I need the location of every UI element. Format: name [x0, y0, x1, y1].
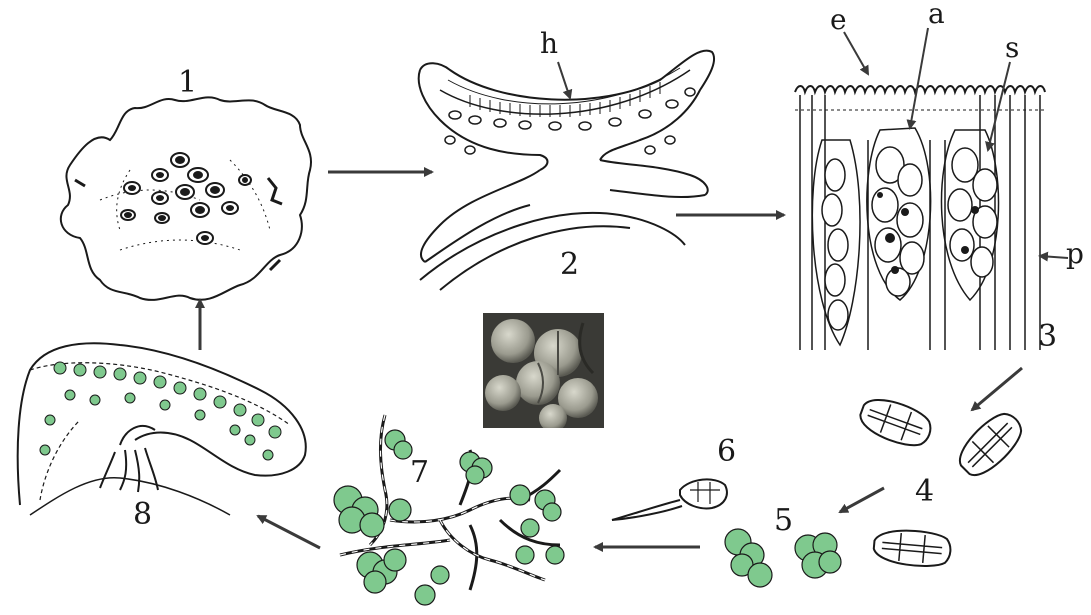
part-label-a: a — [928, 0, 945, 28]
pointer-s — [988, 62, 1010, 150]
pointer-e — [844, 32, 868, 74]
arrow-7-to-8 — [258, 516, 320, 548]
part-label-p: p — [1066, 240, 1084, 268]
stage-label-6: 6 — [717, 437, 736, 467]
pointer-p — [1040, 256, 1068, 258]
pointer-a — [910, 28, 928, 128]
spore-micrograph-photo — [483, 313, 604, 428]
stage-label-2: 2 — [560, 250, 579, 280]
apothecia-discs — [121, 153, 251, 244]
arrow-3-to-4 — [972, 368, 1022, 410]
stage-label-3: 3 — [1038, 322, 1057, 352]
part-label-h: h — [540, 30, 558, 58]
germinating-spore — [612, 479, 727, 520]
micrograph-image — [483, 313, 604, 428]
part-label-s: s — [1005, 34, 1019, 62]
pointer-h — [558, 62, 570, 98]
ascospores-in-asci — [822, 147, 997, 330]
free-ascospores — [856, 392, 1029, 568]
thallus-algal-layer — [40, 362, 281, 460]
arrow-4-to-5 — [840, 488, 884, 512]
stage-label-7: 7 — [410, 458, 429, 488]
stage-label-8: 8 — [133, 500, 152, 530]
stage-label-5: 5 — [774, 506, 793, 536]
stage-label-1: 1 — [178, 68, 197, 98]
part-label-e: e — [830, 6, 847, 34]
stage-label-4: 4 — [915, 477, 934, 507]
